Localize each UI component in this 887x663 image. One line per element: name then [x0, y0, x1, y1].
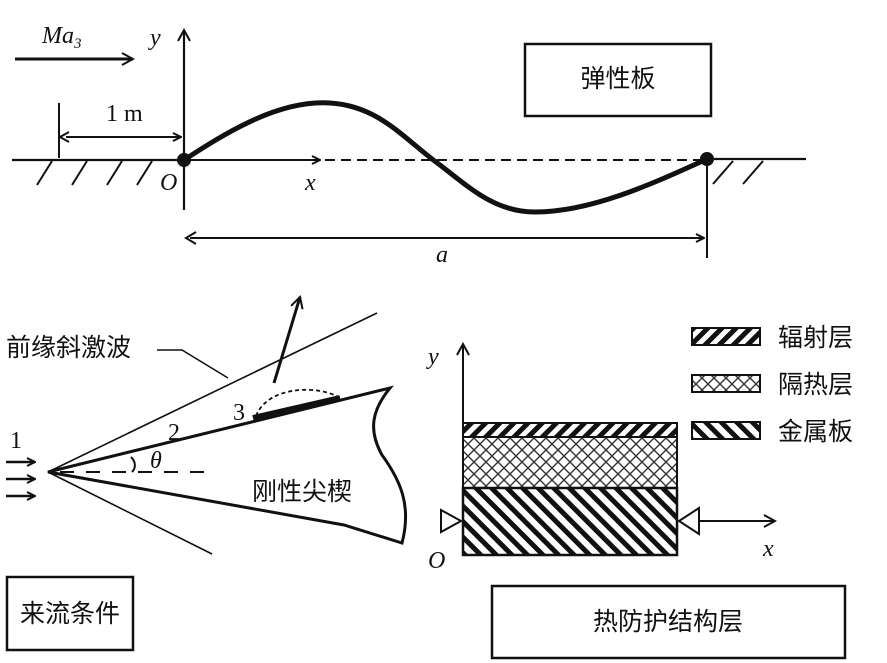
wall-hatch-right: [712, 160, 764, 185]
inflow-conditions-box-label: 来流条件: [20, 599, 120, 628]
legend-label-radiation: 辐射层: [778, 323, 853, 352]
legend-swatch-radiation: [691, 327, 761, 346]
y-axis-label: y: [148, 25, 161, 51]
mach-label: Ma3: [41, 23, 82, 52]
elastic-plate-panel: Ma3 y 1 m x O: [12, 23, 806, 268]
legend-label-metal: 金属板: [778, 417, 853, 446]
elastic-panel-segment: [252, 395, 341, 421]
length-label: a: [436, 242, 448, 268]
shock-line-lower: [47, 471, 213, 555]
angle-label: θ: [150, 448, 162, 474]
offset-label: 1 m: [106, 101, 143, 127]
shock-label: 前缘斜激波: [6, 333, 131, 362]
origin-label: O: [160, 170, 177, 196]
outflow-arrow: [272, 297, 300, 384]
rigid-wedge-body: [47, 385, 407, 545]
region-2-label: 2: [168, 420, 180, 446]
shock-leader-line: [157, 349, 229, 379]
pin-right: [700, 152, 714, 166]
wall-hatch-left: [36, 160, 153, 186]
region-3-label: 3: [233, 400, 245, 426]
panel-deflection-dashed: [255, 388, 341, 417]
region-1-label: 1: [10, 428, 22, 454]
deformed-plate-curve: [182, 100, 709, 215]
radiation-layer: [462, 422, 678, 438]
tps-legend: 辐射层 隔热层 金属板: [691, 323, 853, 446]
legend-label-insulation: 隔热层: [778, 370, 853, 399]
tps-panel: y x O 辐射层 隔热层 金属板 热防护结构层: [426, 323, 853, 660]
wedge-panel: 前缘斜激波 θ 1 2 3 刚性尖楔 来流条件: [5, 297, 407, 652]
tps-y-axis-label: y: [426, 344, 439, 370]
insulation-layer: [462, 436, 678, 489]
tps-x-axis-label: x: [762, 536, 774, 562]
legend-swatch-metal: [691, 421, 761, 440]
angle-arc: [130, 456, 136, 473]
metal-plate-layer: [461, 486, 679, 557]
legend-swatch-insulation: [691, 374, 761, 393]
inflow-conditions-box: [5, 575, 135, 652]
tps-box-label: 热防护结构层: [593, 607, 743, 636]
pin-left: [177, 153, 191, 167]
tps-origin-label: O: [428, 548, 445, 574]
support-right: [677, 506, 700, 536]
elastic-plate-box-label: 弹性板: [580, 64, 655, 93]
x-axis-label: x: [304, 170, 316, 196]
rigid-wedge-label: 刚性尖楔: [252, 477, 352, 506]
tps-box: [490, 584, 847, 660]
shock-line-upper: [47, 312, 378, 473]
support-left: [440, 508, 464, 534]
elastic-plate-box: [523, 42, 713, 118]
